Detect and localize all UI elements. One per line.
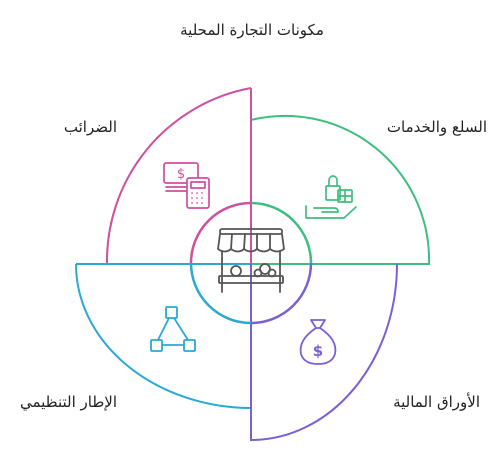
label-regulatory: الإطار التنظيمي: [20, 393, 117, 412]
svg-text:$: $: [313, 342, 323, 360]
diagram-title: مكونات التجارة المحلية: [180, 21, 324, 39]
quadrant-taxes: [105, 87, 252, 265]
cash-calculator-icon: $: [163, 162, 210, 209]
center-circle: [189, 201, 313, 325]
label-finance: الأوراق المالية: [393, 392, 480, 411]
label-goods: السلع والخدمات: [387, 118, 487, 136]
label-taxes: الضرائب: [64, 118, 117, 136]
svg-text:$: $: [177, 167, 185, 182]
quadrant-finance: [250, 263, 398, 442]
money-bag-icon: $: [299, 319, 337, 365]
quadrant-goods: [250, 114, 431, 265]
network-diagram-icon: [150, 306, 196, 352]
market-stall-icon: [217, 228, 285, 293]
gift-hand-icon: [305, 175, 357, 219]
quadrant-regulatory: [75, 263, 252, 409]
